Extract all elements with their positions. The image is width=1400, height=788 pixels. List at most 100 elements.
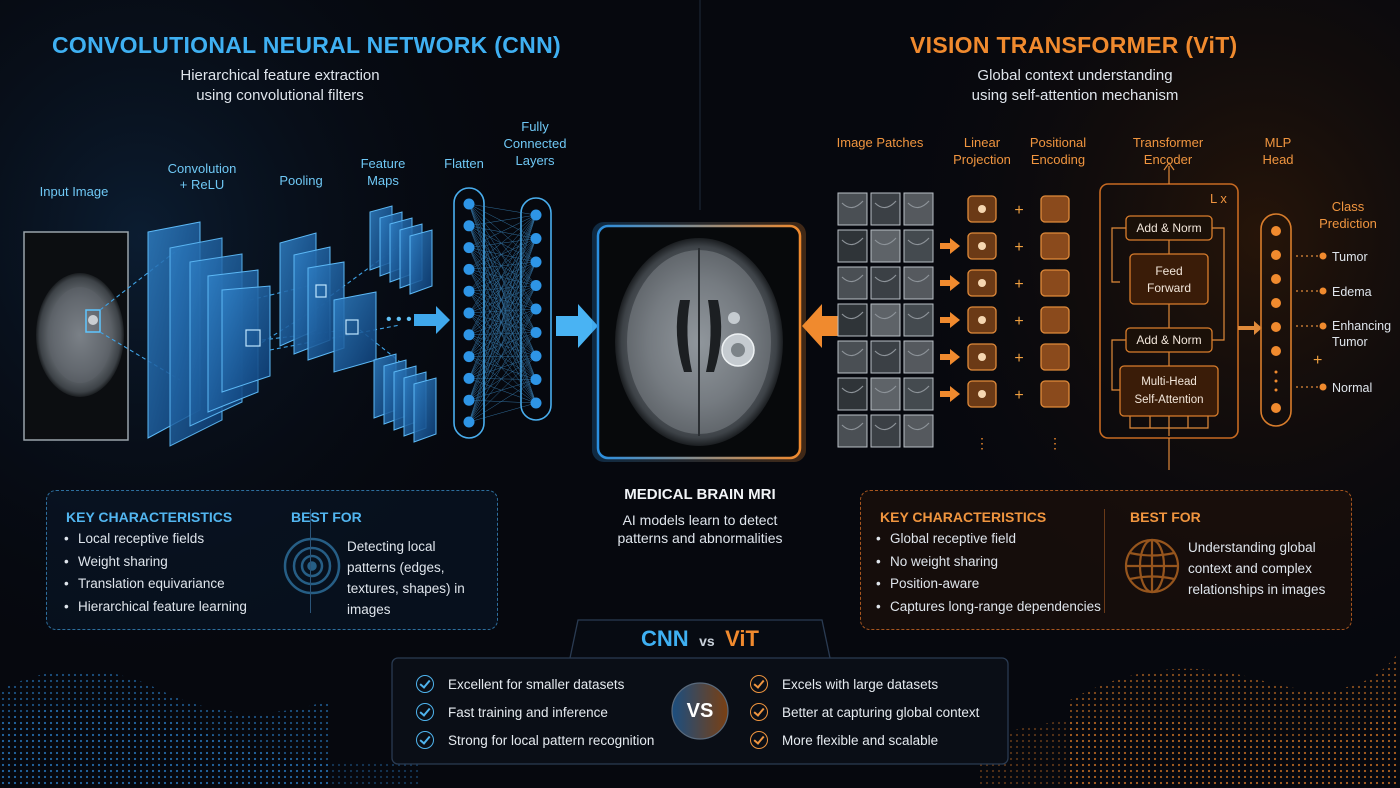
label-flatten: Flatten [444, 156, 484, 171]
cnn-subtitle-line1: Hierarchical feature extraction [180, 67, 380, 84]
list-item: Excels with large datasets [750, 670, 979, 698]
arrow-icon [940, 238, 960, 254]
plus-icon: + [1014, 350, 1023, 367]
vit-characteristics-list: Global receptive field No weight sharing… [876, 528, 1101, 618]
fc-node [530, 233, 542, 244]
plus-icon: + [1014, 202, 1023, 219]
list-item: More flexible and scalable [750, 726, 979, 754]
label-class-line2: Prediction [1319, 216, 1377, 231]
label-maps-line1: Feature [360, 156, 406, 171]
fc-node [530, 327, 542, 338]
image-patch [837, 414, 868, 448]
check-icon [416, 675, 434, 693]
class-plus: + [1313, 352, 1323, 369]
image-patch [837, 303, 868, 337]
list-item: Translation equivariance [64, 573, 247, 596]
feature-maps-stack [369, 205, 437, 443]
positional-encoding-token [1040, 195, 1070, 223]
flatten-node [463, 220, 475, 232]
image-patch [870, 229, 901, 263]
center-title: MEDICAL BRAIN MRI [624, 486, 776, 503]
comparison-vs-small: vs [699, 633, 715, 649]
list-item: Local receptive fields [64, 528, 247, 551]
flatten-node [463, 329, 475, 341]
check-icon [750, 731, 768, 749]
flatten-node [463, 242, 475, 254]
label-fc-line2: Connected [503, 136, 567, 151]
check-icon [750, 675, 768, 693]
center-desc-line2: patterns and abnormalities [617, 530, 783, 546]
arrow-icon [940, 275, 960, 291]
svg-text:⋮: ⋮ [1048, 435, 1062, 451]
mlp-node [1271, 298, 1281, 308]
flatten-node [463, 351, 475, 363]
label-conv-line1: Convolution [167, 161, 237, 176]
arrow-icon [940, 349, 960, 365]
label-conv-line2: + ReLU [179, 177, 225, 192]
mlp-node [1271, 346, 1281, 356]
check-icon [750, 703, 768, 721]
image-patch [903, 192, 934, 226]
label-pos-line1: Positional [1029, 135, 1087, 150]
label-pooling: Pooling [279, 173, 323, 188]
flatten-node [463, 394, 475, 406]
label-mlp-line2: Head [1262, 152, 1294, 167]
list-item: Position-aware [876, 573, 1101, 596]
image-patch [903, 303, 934, 337]
label-linear-line1: Linear [963, 135, 1001, 150]
feed-forward-line2: Forward [1146, 281, 1191, 295]
class-dot [1319, 287, 1327, 295]
mlp-node [1271, 226, 1281, 236]
cnn-characteristics-list: Local receptive fields Weight sharing Tr… [64, 528, 247, 618]
vit-best-text: Understanding global context and complex… [1188, 540, 1326, 597]
flatten-node [463, 263, 475, 275]
mhsa-line1: Multi-Head [1141, 376, 1197, 388]
svg-text:⋮: ⋮ [975, 435, 989, 451]
vit-subtitle-line1: Global context understanding [977, 67, 1173, 84]
image-patch [870, 377, 901, 411]
image-patch [837, 192, 868, 226]
cnn-key-heading: KEY CHARACTERISTICS [66, 509, 233, 525]
image-patch [837, 377, 868, 411]
label-mlp-line1: MLP [1264, 135, 1292, 150]
check-icon [416, 731, 434, 749]
center-desc-line1: AI models learn to detect [622, 512, 778, 528]
positional-encoding-token [1040, 269, 1070, 297]
label-image-patches: Image Patches [836, 135, 924, 150]
flatten-node [463, 416, 475, 428]
fc-node [530, 397, 542, 409]
label-encoder-line2: Encoder [1143, 152, 1193, 167]
comparison-vit-label: ViT [725, 626, 759, 651]
mhsa-box [1119, 365, 1219, 417]
image-patch [837, 266, 868, 300]
image-patch [837, 229, 868, 263]
image-patch [903, 340, 934, 374]
fc-node [530, 256, 542, 268]
class-dot [1319, 322, 1327, 330]
add-norm-bottom-label: Add & Norm [1136, 333, 1202, 347]
feed-forward-line1: Feed [1155, 264, 1183, 278]
add-norm-bottom-box [1125, 327, 1213, 353]
conv-layer-stack [147, 221, 271, 447]
mlp-node [1271, 403, 1281, 413]
mlp-head-column [1260, 213, 1292, 427]
class-enhancing-line2: Tumor [1332, 335, 1368, 349]
mlp-node [1271, 322, 1281, 332]
label-class-line1: Class [1331, 199, 1365, 214]
image-patch [870, 340, 901, 374]
label-encoder-line1: Transformer [1132, 135, 1204, 150]
cnn-best-heading: BEST FOR [291, 509, 362, 525]
plus-icon: + [1014, 239, 1023, 256]
check-icon [416, 703, 434, 721]
list-item: Excellent for smaller datasets [416, 670, 654, 698]
cnn-best-text: Detecting local patterns (edges, texture… [347, 539, 465, 617]
label-pos-line2: Encoding [1030, 152, 1086, 167]
feed-forward-box [1129, 253, 1209, 305]
list-item: Captures long-range dependencies [876, 596, 1101, 619]
pooling-layer-stack [279, 232, 377, 373]
positional-encoding-token [1040, 380, 1070, 408]
flatten-node [463, 198, 475, 210]
image-patch [870, 303, 901, 337]
list-item: Weight sharing [64, 551, 247, 574]
list-item: Global receptive field [876, 528, 1101, 551]
